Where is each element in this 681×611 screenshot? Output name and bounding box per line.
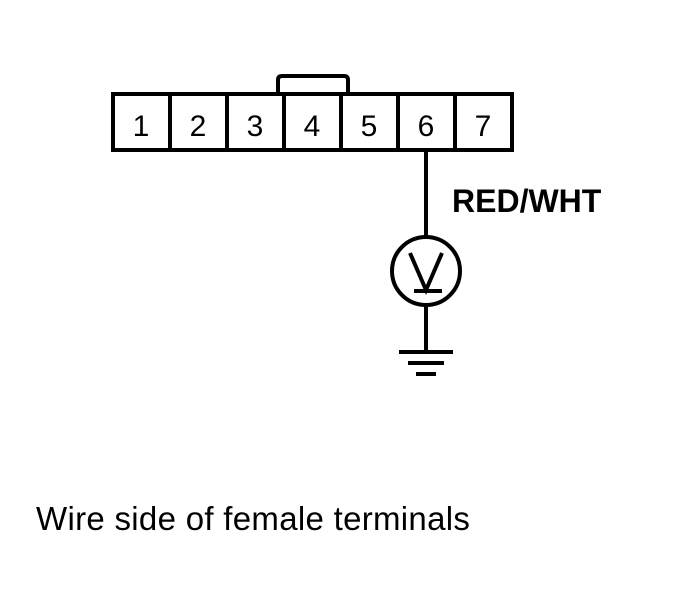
terminal-number-5: 5	[361, 110, 378, 143]
connector-lock-tab	[276, 74, 350, 94]
connector-body	[111, 92, 514, 152]
terminal-cell-3	[225, 92, 286, 152]
terminal-number-7: 7	[475, 110, 492, 143]
terminal-number-1: 1	[133, 110, 150, 143]
terminal-number-4: 4	[304, 110, 321, 143]
ground-icon	[399, 350, 453, 376]
wire-color-label: RED/WHT	[452, 183, 602, 219]
terminal-cell-7	[453, 92, 514, 152]
terminal-number-6: 6	[418, 110, 435, 143]
terminal-number-2: 2	[190, 110, 207, 143]
terminal-number-3: 3	[247, 110, 264, 143]
voltmeter-icon	[390, 235, 462, 307]
diagram-caption: Wire side of female terminals	[36, 500, 471, 537]
